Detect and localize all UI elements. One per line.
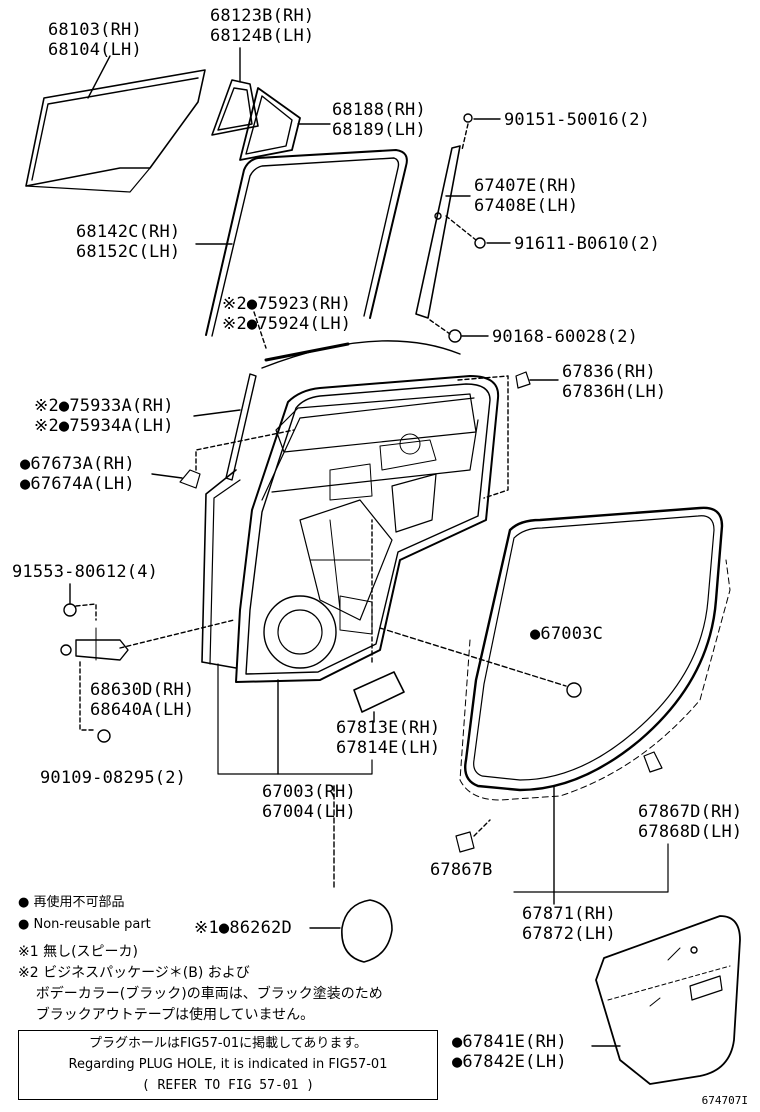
door-glass-part [25, 69, 206, 193]
label-67407E: 67407E(RH)67408E(LH) [474, 176, 579, 216]
label-90109: 90109-08295(2) [40, 768, 187, 788]
glass-run-part [205, 149, 408, 337]
speaker-cover-86262D [341, 899, 393, 963]
door-weatherstrip-part [459, 506, 731, 801]
clip-67867D [643, 751, 663, 773]
door-check-68630D [75, 639, 129, 661]
reference-box: プラグホールはFIG57-01に掲載してあります。 Regarding PLUG… [18, 1030, 438, 1100]
bracket-67673A [179, 469, 201, 489]
label-68103: 68103(RH)68104(LH) [48, 20, 142, 60]
label-67867D: 67867D(RH)67868D(LH) [638, 802, 743, 842]
hole-plug-67003C [566, 682, 582, 698]
screw-90168 [448, 329, 462, 343]
label-90168: 90168-60028(2) [492, 327, 639, 347]
label-67003: 67003(RH)67004(LH) [262, 782, 356, 822]
label-68142C: 68142C(RH)68152C(LH) [76, 222, 181, 262]
blackout-tape-lower [225, 373, 257, 481]
bolt-90109 [97, 729, 111, 743]
clip-67836 [515, 371, 531, 389]
label-68123B: 68123B(RH)68124B(LH) [210, 6, 315, 46]
quarter-weatherstrip-part [239, 87, 301, 161]
label-67813E: 67813E(RH)67814E(LH) [336, 718, 441, 758]
label-67867B: 67867B [430, 860, 493, 880]
service-hole-cover [353, 671, 405, 713]
clip-67867B [455, 831, 475, 853]
door-trim-board-part [595, 915, 741, 1085]
label-67871: 67871(RH)67872(LH) [522, 904, 616, 944]
legend-non-reusable-jp: ● 再使用不可部品 [18, 895, 125, 910]
door-panel-part [235, 375, 500, 683]
label-91611: 91611-B0610(2) [514, 234, 661, 254]
note-2-line-2: ボデーカラー(ブラック)の車両は、ブラック塗装のため [18, 986, 383, 1002]
label-67841E: ●67841E(RH)●67842E(LH) [452, 1032, 567, 1072]
label-67673A: ●67673A(RH)●67674A(LH) [20, 454, 135, 494]
label-90151: 90151-50016(2) [504, 110, 651, 130]
bolt-91553 [63, 603, 77, 617]
label-75923: ※2●75923(RH)※2●75924(LH) [222, 294, 352, 334]
reference-line-jp: プラグホールはFIG57-01に掲載してあります。 [88, 1036, 368, 1051]
legend-non-reusable-en: ● Non-reusable part [18, 917, 151, 932]
reference-line-en: Regarding PLUG HOLE, it is indicated in … [68, 1057, 388, 1072]
reference-line-fig: ( REFER TO FIG 57-01 ) [141, 1078, 315, 1093]
label-75933A: ※2●75933A(RH)※2●75934A(LH) [34, 396, 174, 436]
quarter-glass-part [211, 79, 259, 136]
note-1: ※1 無し(スピーカ) [18, 944, 139, 960]
label-67836: 67836(RH)67836H(LH) [562, 362, 667, 402]
screw-91611 [474, 237, 486, 249]
figure-id: 674707I [701, 1094, 748, 1107]
label-91553: 91553-80612(4) [12, 562, 159, 582]
label-68188: 68188(RH)68189(LH) [332, 100, 426, 140]
label-68630D: 68630D(RH)68640A(LH) [90, 680, 195, 720]
label-67003C: ●67003C [530, 624, 604, 644]
label-86262D: ※1●86262D [194, 918, 292, 938]
note-2-line-3: ブラックアウトテープは使用していません。 [18, 1007, 315, 1023]
note-2: ※2 ビジネスパッケージ＊(B) および [18, 965, 250, 981]
division-bar-part [415, 113, 473, 319]
